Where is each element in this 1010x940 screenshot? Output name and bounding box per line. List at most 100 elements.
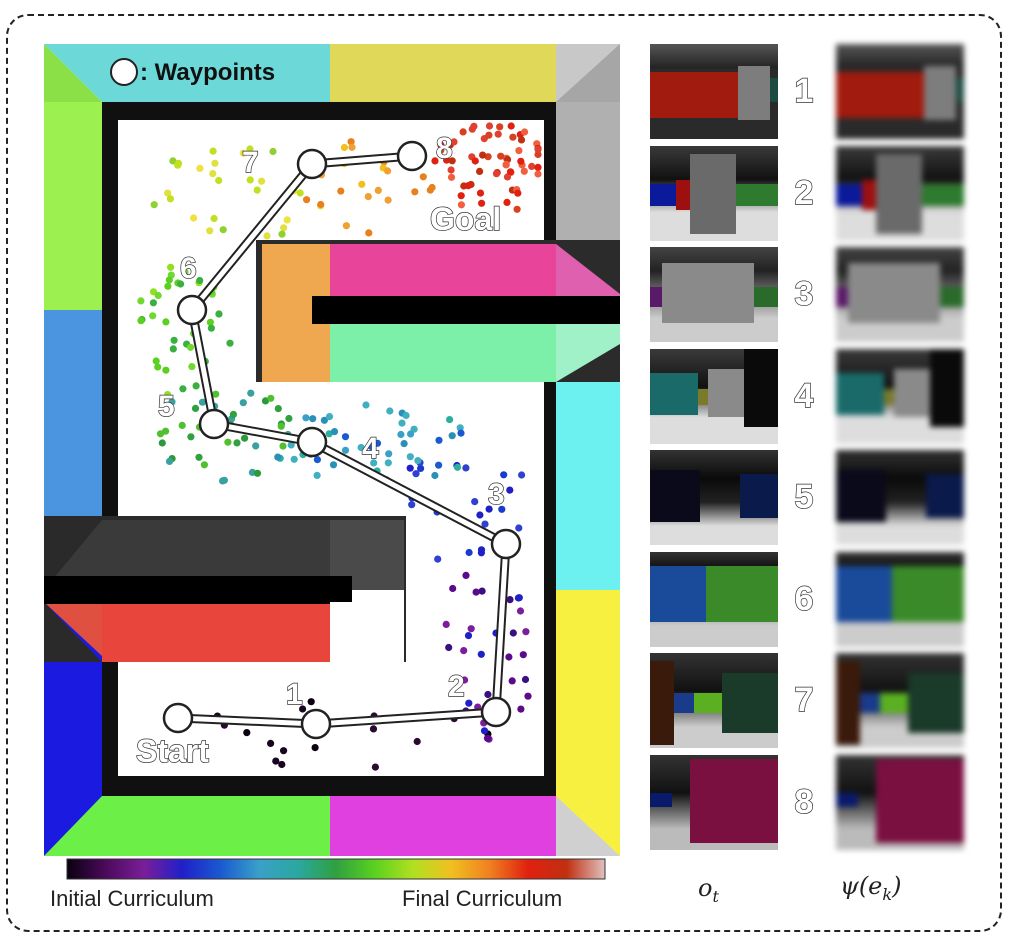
curriculum-dot [412, 470, 420, 478]
curriculum-dot [446, 416, 454, 424]
curriculum-goal-dots [137, 122, 542, 771]
curriculum-dot [174, 161, 182, 169]
curriculum-dot [341, 446, 350, 454]
curriculum-dot [457, 201, 465, 209]
curriculum-dot [534, 150, 542, 159]
curriculum-dot [168, 398, 176, 406]
curriculum-dot [224, 438, 232, 446]
curriculum-dot [411, 188, 419, 196]
curriculum-dot [457, 192, 465, 200]
waypoint-number-4: 4 [362, 432, 379, 465]
curriculum-dot [200, 461, 208, 469]
curriculum-dot [506, 168, 515, 176]
curriculum-dot [477, 549, 485, 557]
curriculum-dot [365, 229, 373, 237]
curriculum-dot [480, 727, 489, 735]
curriculum-dot [243, 729, 251, 737]
colorbar-left-label: Initial Curriculum [50, 886, 214, 911]
waypoint-circle [396, 140, 428, 172]
curriculum-dot [209, 170, 217, 178]
curriculum-dot [449, 584, 457, 593]
curriculum-dot [358, 180, 366, 188]
curriculum-dot [471, 498, 479, 506]
waypoint-circle [296, 148, 328, 180]
curriculum-dot [309, 415, 317, 423]
curriculum-dot [384, 196, 392, 204]
curriculum-dot [253, 186, 261, 194]
curriculum-dot [364, 193, 372, 201]
curriculum-dot [296, 189, 304, 197]
waypoint-number-2: 2 [448, 670, 465, 703]
row-number: 1 [794, 71, 814, 110]
curriculum-dot [465, 548, 473, 557]
curriculum-dot [435, 461, 443, 469]
observation-thumbnail [650, 247, 778, 342]
waypoint-start-circle [162, 702, 194, 734]
curriculum-dot [442, 620, 450, 629]
curriculum-dot [516, 607, 525, 615]
reconstruction-thumbnail [836, 551, 964, 647]
curriculum-dot [419, 173, 427, 181]
curriculum-dot [137, 317, 145, 325]
curriculum-dot [325, 413, 334, 421]
curriculum-dot [457, 429, 465, 437]
curriculum-dot [373, 439, 382, 447]
waypoint-circle [300, 708, 332, 740]
maze-map: : Waypoints Start Goal 1 2 3 4 5 6 7 8 [44, 44, 620, 856]
waypoint-numbers: 1 2 3 4 5 6 7 8 [157, 131, 505, 711]
curriculum-dot [484, 690, 492, 699]
curriculum-dot [166, 195, 174, 203]
curriculum-dot [370, 459, 378, 467]
curriculum-dot [279, 442, 287, 450]
curriculum-dot [505, 653, 513, 661]
curriculum-dot [219, 477, 227, 485]
curriculum-dot [162, 427, 170, 435]
curriculum-dot [206, 318, 214, 326]
reconstruction-thumbnail [836, 145, 964, 241]
curriculum-dot [278, 760, 286, 769]
curriculum-dot [402, 411, 410, 420]
curriculum-dot [186, 343, 195, 351]
waypoint-number-6: 6 [180, 252, 197, 285]
curriculum-dot [164, 391, 172, 399]
curriculum-dot [207, 324, 215, 332]
waypoint-markers [162, 140, 522, 740]
curriculum-dot [468, 125, 476, 133]
curriculum-dot [287, 441, 295, 449]
goal-label: Goal [430, 201, 501, 237]
curriculum-dot [277, 422, 285, 430]
curriculum-dot [263, 232, 271, 240]
curriculum-dot [483, 734, 492, 742]
waypoint-circle [480, 696, 512, 728]
curriculum-dot [484, 153, 492, 161]
waypoint-circle [176, 294, 208, 326]
colorbar-right-label: Final Curriculum [402, 886, 563, 911]
curriculum-dot [303, 196, 311, 204]
curriculum-dot [467, 625, 475, 633]
curriculum-dot [476, 189, 485, 197]
curriculum-dot [362, 401, 370, 409]
curriculum-dot [348, 143, 356, 151]
curriculum-dot [164, 189, 172, 197]
curriculum-dot [518, 471, 526, 479]
curriculum-dot [478, 199, 486, 207]
curriculum-dot [191, 404, 200, 412]
curriculum-dot [476, 167, 484, 175]
curriculum-dot [408, 501, 416, 509]
curriculum-dot [515, 147, 523, 155]
curriculum-dot [485, 505, 493, 513]
curriculum-dot [210, 214, 218, 223]
reconstruction-thumbnail [836, 348, 964, 444]
curriculum-dot [524, 692, 532, 700]
curriculum-dot [258, 177, 266, 185]
curriculum-dot [385, 450, 393, 458]
curriculum-dot [448, 432, 456, 440]
observation-thumbnail [650, 348, 778, 444]
reconstruction-thumbnail [836, 44, 964, 139]
curriculum-dot [428, 183, 436, 192]
curriculum-dot [330, 428, 339, 436]
curriculum-dot [485, 122, 494, 130]
observation-thumbnail [650, 551, 778, 647]
curriculum-dot [461, 676, 469, 684]
curriculum-dot [164, 282, 172, 290]
